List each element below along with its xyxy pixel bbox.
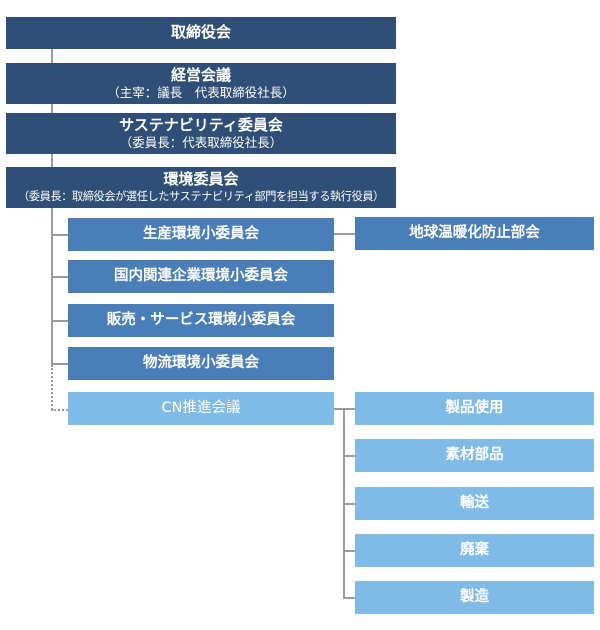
board-box: 取締役会 [6,17,396,49]
environment-sub: （委員長：取締役会が選任したサステナビリティ部門を担当する執行役員） [18,189,384,203]
connector-sub-2 [51,276,68,278]
connector-warming [334,233,355,235]
sustainability-title: サステナビリティ委員会 [119,115,283,134]
connector-cn-child-1 [343,408,355,410]
cn-child-box: 素材部品 [355,439,594,472]
subcommittee-box: 国内関連企業環境小委員会 [68,260,334,293]
subcommittee-name: 国内関連企業環境小委員会 [114,268,288,285]
subcommittee-name: 販売・サービス環境小委員会 [106,312,296,329]
connector-sub-vertical [51,208,53,364]
connector-cn-child-5 [343,597,355,599]
subcommittee-box: 生産環境小委員会 [68,218,334,251]
cn-child-box: 廃棄 [355,534,594,567]
connector-cn-out [334,408,344,410]
subcommittee-box: 物流環境小委員会 [68,347,334,380]
cn-child-name: 素材部品 [445,447,504,464]
warming-box: 地球温暖化防止部会 [355,217,594,250]
cn-child-name: 廃棄 [460,542,489,559]
management-sub: （主宰：議長 代表取締役社長） [107,84,295,100]
connector-cn-dotted-vertical [51,365,53,410]
connector-cn-child-2 [343,455,355,457]
sustainability-sub: （委員長：代表取締役社長） [119,134,283,150]
management-title: 経営会議 [170,65,231,84]
connector-cn-child-3 [343,503,355,505]
warming-name: 地球温暖化防止部会 [409,225,540,242]
cn-child-box: 製造 [355,581,594,614]
cn-child-name: 輸送 [460,495,489,512]
connector-sub-3 [51,320,68,322]
cn-child-box: 製品使用 [355,392,594,425]
connector-sub-4 [51,363,68,365]
cn-child-box: 輸送 [355,487,594,520]
subcommittee-name: 生産環境小委員会 [143,226,259,243]
cn-box: CN推進会議 [68,392,334,425]
subcommittee-name: 物流環境小委員会 [143,355,259,372]
environment-box: 環境委員会 （委員長：取締役会が選任したサステナビリティ部門を担当する執行役員） [6,167,396,208]
cn-name: CN推進会議 [161,400,241,417]
sustainability-box: サステナビリティ委員会 （委員長：代表取締役社長） [6,113,396,154]
cn-child-name: 製品使用 [445,400,504,417]
management-box: 経営会議 （主宰：議長 代表取締役社長） [6,63,396,104]
connector-cn-dotted-horizontal [51,409,68,411]
connector-sub-1 [51,234,68,236]
environment-title: 環境委員会 [163,170,239,189]
subcommittee-box: 販売・サービス環境小委員会 [68,304,334,337]
board-title: 取締役会 [170,23,231,42]
connector-cn-child-4 [343,550,355,552]
cn-child-name: 製造 [460,589,489,606]
